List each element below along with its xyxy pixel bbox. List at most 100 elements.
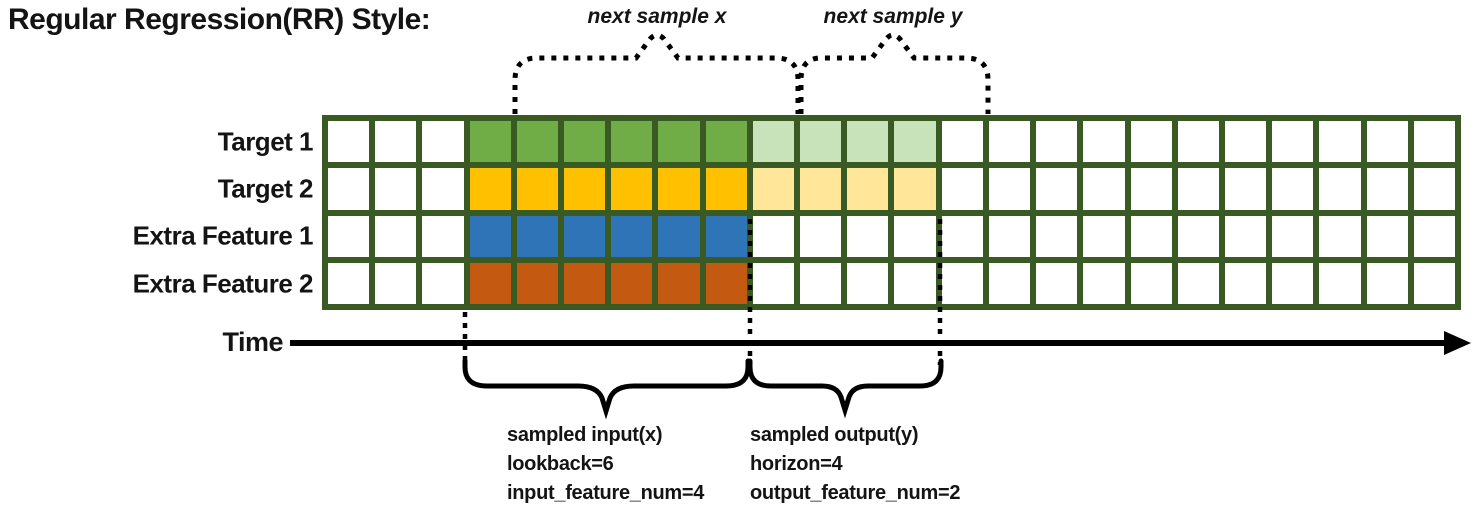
- grid-cell: [1413, 215, 1455, 257]
- grid-cell: [328, 215, 370, 257]
- grid-cell: [658, 262, 700, 304]
- grid-cell: [564, 121, 606, 163]
- grid-cell: [1413, 121, 1455, 163]
- grid-cell: [1036, 262, 1078, 304]
- row-label-target-1: Target 1: [217, 126, 314, 157]
- grid-cell: [422, 121, 464, 163]
- grid-cell: [611, 121, 653, 163]
- grid-cell: [564, 262, 606, 304]
- sampled-output-caption: sampled output(y) horizon=4 output_featu…: [750, 421, 960, 508]
- grid-cell: [328, 262, 370, 304]
- grid-cell: [847, 121, 889, 163]
- grid-cell: [752, 262, 795, 304]
- grid-cell: [375, 168, 417, 210]
- grid-cell: [1366, 168, 1408, 210]
- grid-cell: [1366, 121, 1408, 163]
- grid-cell: [1130, 168, 1172, 210]
- grid-cell: [375, 121, 417, 163]
- grid-cell: [1177, 168, 1219, 210]
- row-label-extra-feature-1: Extra Feature 1: [132, 220, 314, 251]
- page-title: Regular Regression(RR) Style:: [8, 3, 431, 36]
- grid-cell: [328, 168, 370, 210]
- caption-output-line-1: sampled output(y): [750, 424, 919, 446]
- grid-cell: [705, 215, 747, 257]
- grid-cell: [1083, 262, 1125, 304]
- grid-cell: [800, 215, 842, 257]
- grid-cell: [800, 262, 842, 304]
- caption-output-line-2: horizon=4: [750, 453, 843, 475]
- grid-cell: [800, 168, 842, 210]
- grid-cell: [1319, 168, 1361, 210]
- grid-cell: [1130, 121, 1172, 163]
- grid-cell: [1272, 262, 1314, 304]
- grid-cell: [422, 168, 464, 210]
- grid-cell: [1224, 262, 1267, 304]
- grid-cell: [1272, 168, 1314, 210]
- grid-cell: [375, 262, 417, 304]
- sample-grid: [322, 115, 1461, 310]
- sampled-input-brace: [462, 358, 751, 420]
- grid-cell: [1272, 215, 1314, 257]
- grid-cell: [1177, 121, 1219, 163]
- arrowhead-icon: [1444, 331, 1471, 355]
- grid-cell: [1272, 121, 1314, 163]
- time-axis-label: Time: [222, 327, 283, 357]
- grid-cell: [516, 215, 559, 257]
- grid-cell: [988, 215, 1031, 257]
- grid-cell: [611, 215, 653, 257]
- grid-cell: [658, 121, 700, 163]
- sampled-output-brace: [747, 358, 944, 419]
- next-sample-y-brace: [798, 32, 991, 114]
- grid-cell: [705, 121, 747, 163]
- grid-cell: [1083, 121, 1125, 163]
- caption-input-line-3: input_feature_num=4: [507, 482, 705, 504]
- grid-cell: [752, 168, 795, 210]
- grid-cell: [564, 168, 606, 210]
- grid-cell: [894, 262, 936, 304]
- grid-cell: [988, 168, 1031, 210]
- grid-cell: [1366, 262, 1408, 304]
- grid-cell: [1224, 215, 1267, 257]
- grid-cell: [516, 262, 559, 304]
- grid-cell: [1177, 262, 1219, 304]
- grid-cell: [1224, 168, 1267, 210]
- grid-cell: [988, 262, 1031, 304]
- grid-cell: [941, 168, 983, 210]
- grid-cell: [516, 168, 559, 210]
- grid-cell: [894, 168, 936, 210]
- grid-cell: [705, 168, 747, 210]
- grid-cell: [375, 215, 417, 257]
- grid-cell: [422, 215, 464, 257]
- row-label-target-2: Target 2: [217, 173, 314, 204]
- grid-cell: [1036, 121, 1078, 163]
- grid-cell: [941, 262, 983, 304]
- grid-cell: [611, 168, 653, 210]
- grid-cell: [1130, 262, 1172, 304]
- caption-input-line-1: sampled input(x): [507, 424, 663, 446]
- next-sample-x-brace: [512, 32, 801, 114]
- grid-cell: [988, 121, 1031, 163]
- grid-cell: [847, 262, 889, 304]
- grid-cell: [1413, 262, 1455, 304]
- grid-cell: [705, 262, 747, 304]
- grid-cell: [469, 262, 511, 304]
- grid-cell: [1130, 215, 1172, 257]
- grid-cell: [1319, 215, 1361, 257]
- grid-cell: [847, 168, 889, 210]
- grid-cell: [564, 215, 606, 257]
- grid-cell: [658, 168, 700, 210]
- row-label-extra-feature-2: Extra Feature 2: [132, 268, 314, 299]
- grid-cell: [516, 121, 559, 163]
- grid-cell: [658, 215, 700, 257]
- grid-cell: [1177, 215, 1219, 257]
- grid-cell: [1083, 215, 1125, 257]
- grid-cell: [752, 121, 795, 163]
- next-sample-x-label: next sample x: [587, 5, 727, 28]
- grid-cell: [611, 262, 653, 304]
- caption-input-line-2: lookback=6: [507, 453, 614, 475]
- grid-cell: [1036, 215, 1078, 257]
- grid-cell: [847, 215, 889, 257]
- grid-cell: [800, 121, 842, 163]
- grid-cell: [1413, 168, 1455, 210]
